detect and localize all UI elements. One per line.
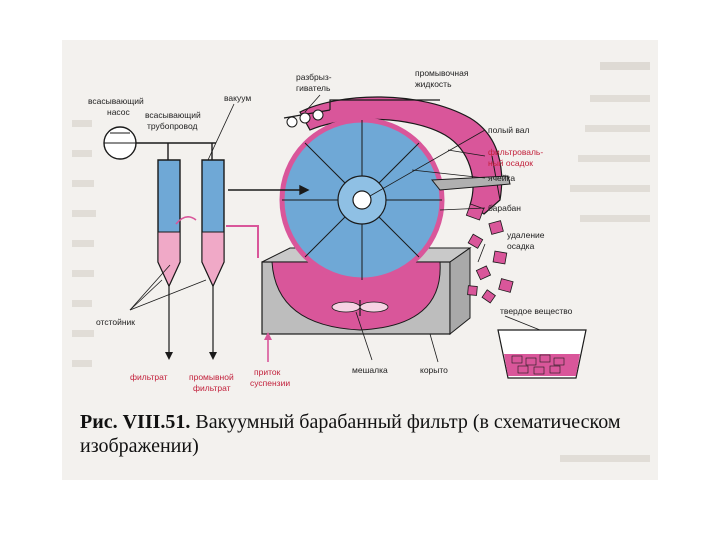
cake-chunks — [466, 204, 513, 303]
label-mixer: мешалка — [352, 365, 388, 375]
label-solid: твердое вещество — [500, 306, 573, 316]
label-filtrate: фильтрат — [130, 372, 168, 382]
label-filter-cake-1: фильтроваль- — [488, 147, 543, 157]
label-vacuum: вакуум — [224, 93, 251, 103]
settler-vessel-1 — [158, 160, 180, 360]
label-filter-cake-2: ный осадок — [488, 158, 533, 168]
figure-caption: Рис. VIII.51. Вакуумный барабанный фильт… — [80, 410, 640, 458]
label-suction-pump-1: всасывающий — [88, 96, 144, 106]
suspension-inflow-arrow — [264, 332, 272, 362]
label-cake-removal-1: удаление — [507, 230, 545, 240]
label-wash-filtrate-2: фильтрат — [193, 383, 231, 393]
caption-number: Рис. VIII.51. — [80, 411, 190, 433]
label-suction-pipe-2: трубопровод — [147, 121, 197, 131]
label-hollow-shaft: полый вал — [488, 125, 529, 135]
label-drum: барабан — [488, 203, 521, 213]
solid-collector — [498, 330, 586, 378]
suction-pump-icon — [104, 127, 136, 159]
label-cell: ячейка — [488, 173, 515, 183]
label-wash-liquid-2: жидкость — [415, 79, 452, 89]
label-sprayer-1: разбрыз- — [296, 72, 332, 82]
wash-return-pipe — [226, 226, 258, 258]
label-suction-pipe-1: всасывающий — [145, 110, 201, 120]
label-cake-removal-2: осадка — [507, 241, 535, 251]
settler-vessel-2 — [202, 160, 224, 360]
drum-icon — [282, 120, 442, 280]
label-wash-liquid-1: промывочная — [415, 68, 469, 78]
label-suction-pump-2: насос — [107, 107, 130, 117]
label-trough: корыто — [420, 365, 448, 375]
label-suspension-inflow-1: приток — [254, 367, 281, 377]
label-sprayer-2: гиватель — [296, 83, 331, 93]
label-wash-filtrate-1: промывной — [189, 372, 234, 382]
label-settler: отстойник — [96, 317, 135, 327]
label-suspension-inflow-2: суспензии — [250, 378, 290, 388]
